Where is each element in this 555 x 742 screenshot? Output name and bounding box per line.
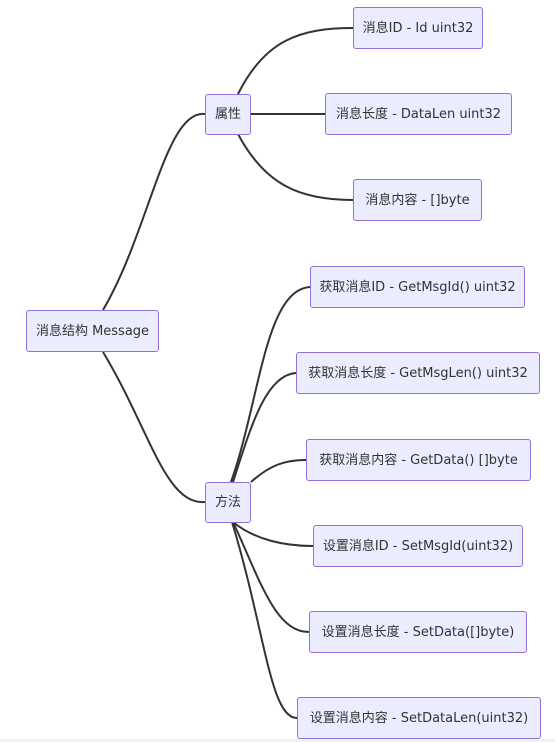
leaf-node-set-data-len[interactable]: 设置消息内容 - SetDataLen(uint32): [297, 697, 541, 739]
edge-attributes-to-msg-id: [237, 27, 354, 95]
leaf-node-get-data[interactable]: 获取消息内容 - GetData() []byte: [306, 439, 531, 481]
leaf-node-get-msg-len[interactable]: 获取消息长度 - GetMsgLen() uint32: [296, 352, 540, 394]
leaf-node-msg-id[interactable]: 消息ID - Id uint32: [353, 7, 483, 49]
branch-node-methods[interactable]: 方法: [205, 482, 251, 523]
edge-root-to-attributes: [102, 112, 206, 311]
edge-methods-to-set-data: [232, 521, 310, 633]
edge-methods-to-get-data: [250, 459, 307, 483]
leaf-node-get-msg-id[interactable]: 获取消息ID - GetMsgId() uint32: [310, 266, 525, 308]
edge-methods-to-set-data-len: [231, 521, 298, 719]
leaf-node-set-data[interactable]: 设置消息长度 - SetData([]byte): [309, 611, 527, 653]
root-node[interactable]: 消息结构 Message: [26, 310, 159, 352]
edge-root-to-methods: [102, 351, 206, 504]
edge-methods-to-get-msg-id: [230, 286, 311, 483]
bottom-divider: [0, 739, 555, 742]
branch-node-attributes[interactable]: 属性: [205, 94, 251, 135]
leaf-node-msg-len[interactable]: 消息长度 - DataLen uint32: [325, 93, 512, 135]
leaf-node-set-msg-id[interactable]: 设置消息ID - SetMsgId(uint32): [313, 525, 523, 567]
edge-methods-to-set-msg-id: [232, 521, 314, 547]
edge-attributes-to-msg-content: [237, 133, 354, 201]
edge-methods-to-get-msg-len: [232, 372, 297, 483]
leaf-node-msg-content[interactable]: 消息内容 - []byte: [353, 179, 482, 221]
